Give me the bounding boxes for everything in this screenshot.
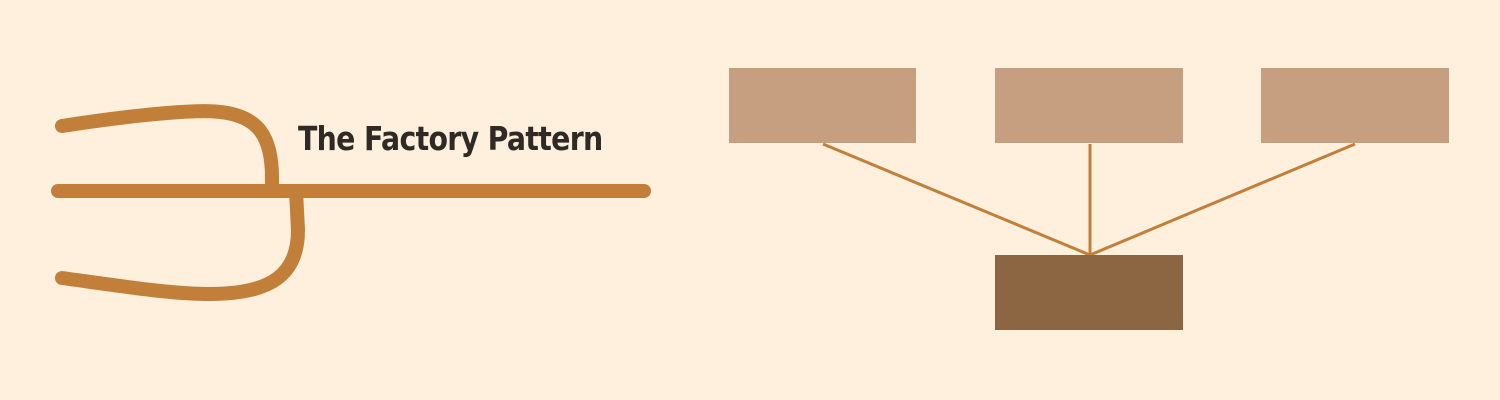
product-box-right	[1261, 68, 1449, 143]
connector-left	[822, 142, 1091, 257]
page-title: The Factory Pattern	[298, 119, 603, 158]
logo-lower-prong	[55, 184, 306, 302]
product-box-center	[995, 68, 1183, 143]
connector-right	[1089, 142, 1356, 257]
pitchfork-logo-icon	[51, 104, 651, 302]
factory-box	[995, 255, 1183, 330]
logo-upper-prong	[55, 104, 279, 198]
product-box-left	[729, 68, 916, 143]
factory-diagram	[729, 68, 1449, 330]
